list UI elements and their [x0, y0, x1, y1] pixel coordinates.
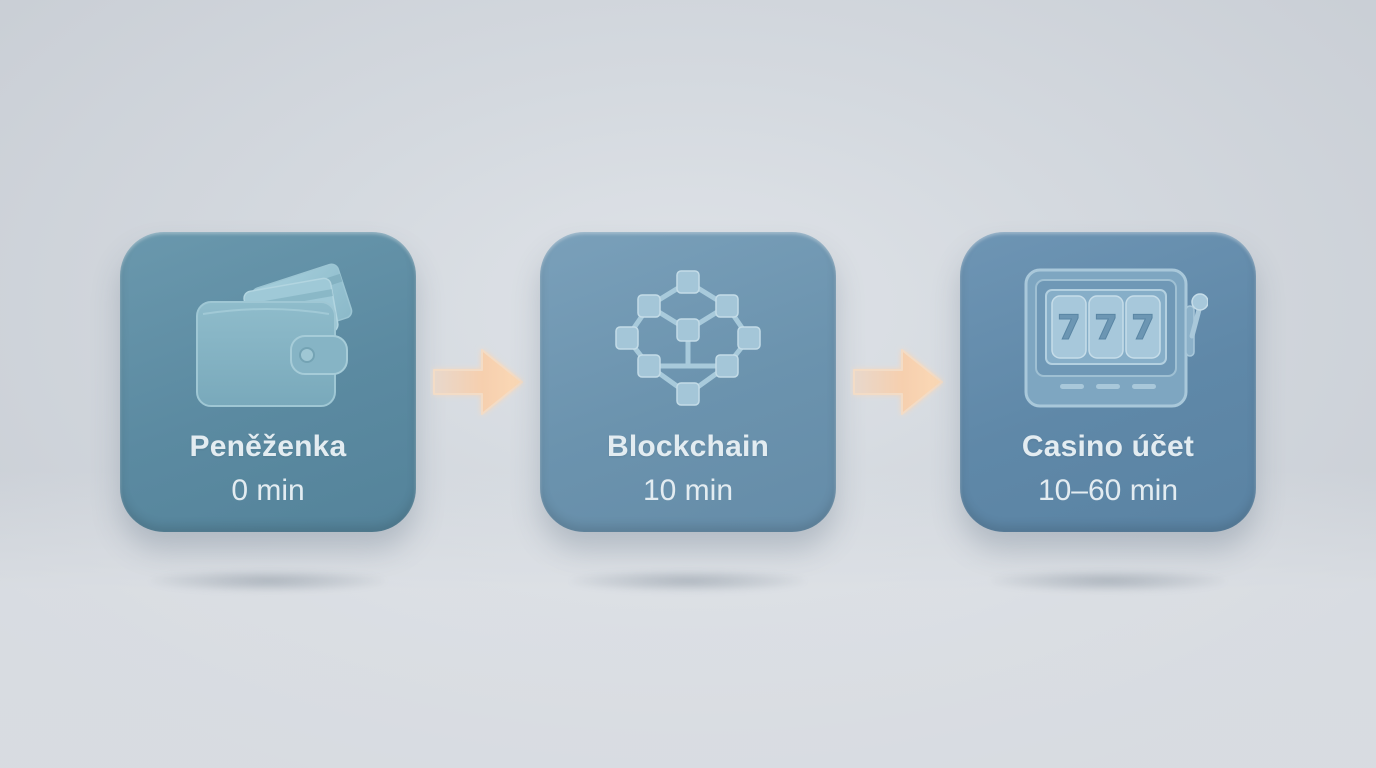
slot-reel-symbol: 7 [1057, 308, 1081, 348]
slot-machine-icon: 7 7 7 [1008, 266, 1209, 415]
arrow-right-icon [850, 344, 946, 420]
step-card-casino: 7 7 7 Casino účet 10–60 min [960, 232, 1256, 532]
step-time: 10 min [642, 474, 734, 507]
arrow-right-icon [430, 344, 526, 420]
step-title: Peněženka [189, 430, 347, 463]
step-time: 0 min [231, 474, 305, 507]
wallet-icon [183, 260, 353, 415]
card-shadow [990, 570, 1226, 592]
step-title: Blockchain [606, 430, 770, 463]
step-card-blockchain: Blockchain 10 min [540, 232, 836, 532]
step-title: Casino účet [1021, 430, 1195, 463]
slot-reel-symbol: 7 [1131, 308, 1155, 348]
card-shadow [150, 570, 386, 592]
slot-reel-symbol: 7 [1094, 308, 1118, 348]
step-time: 10–60 min [1037, 474, 1179, 507]
step-card-wallet: Peněženka 0 min [120, 232, 416, 532]
card-shadow [570, 570, 806, 592]
blockchain-network-icon [613, 266, 763, 419]
